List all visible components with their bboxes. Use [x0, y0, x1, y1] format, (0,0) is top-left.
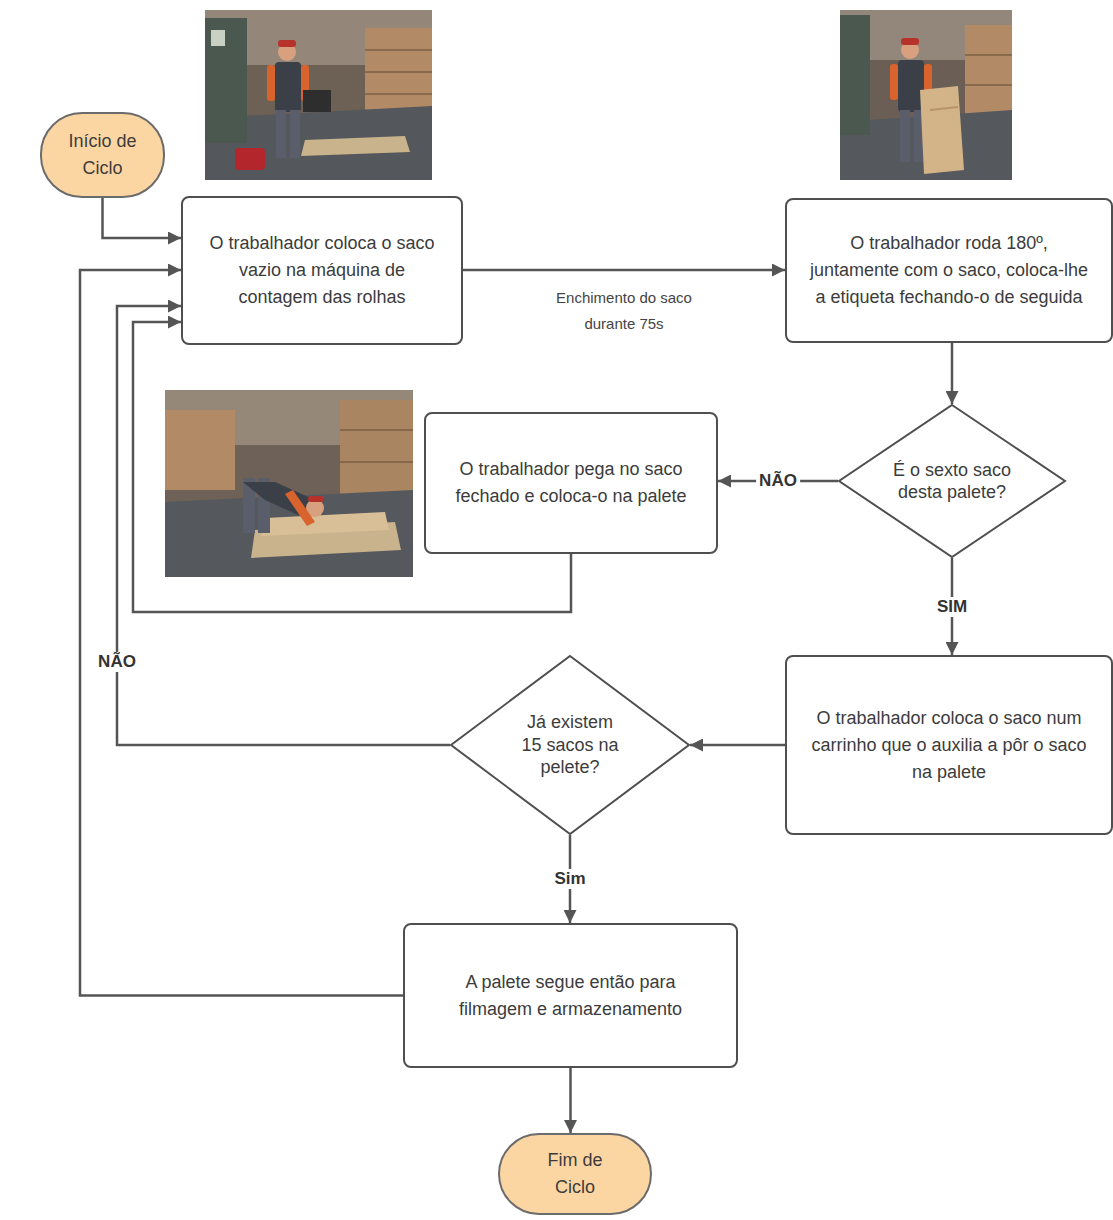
process-box: O trabalhador roda 180º, juntamente com …: [785, 198, 1113, 343]
node-text-block: Início de Ciclo: [57, 128, 149, 182]
node-text-block: O trabalhador coloca o saco num carrinho…: [804, 705, 1094, 786]
node-text-block: É o sexto saco desta palete?: [892, 459, 1012, 504]
photo-shape: [205, 18, 247, 143]
diamond-outline: [451, 656, 689, 834]
edge-label-anchor: Enchimento do saco durante 75s: [539, 285, 709, 336]
photo-shape: [901, 38, 919, 45]
photo-shape: [365, 28, 432, 113]
photo-shape: [900, 110, 910, 162]
flow-arrow: [569, 1068, 572, 1133]
node-text-block: Já existem 15 sacos na pelete?: [518, 711, 623, 779]
flow-arrow: [690, 744, 785, 747]
photo-shape: [930, 107, 958, 110]
node-text: A palete segue então para filmagem e arm…: [436, 969, 706, 1023]
decision-diamond: É o sexto saco desta palete?: [838, 404, 1066, 558]
photo-shape: [890, 64, 898, 100]
photo-shape: [340, 400, 413, 495]
photo-shape: [340, 461, 413, 463]
photo-shape: [365, 93, 432, 95]
photo-shape: [840, 10, 1012, 180]
node-text-block: Fim de Ciclo: [525, 1147, 625, 1201]
edge-label: NÃO: [95, 652, 139, 672]
photo-shape: [276, 110, 286, 158]
edge-label-anchor: NÃO: [95, 652, 139, 672]
photo-shape: [275, 62, 301, 112]
photo-shape: [211, 30, 225, 46]
edge-label-anchor: SIM: [934, 597, 970, 617]
photo-shape: [278, 40, 296, 47]
photo-shape: [965, 25, 1012, 115]
photo-shape: [898, 60, 924, 112]
photo-shape: [285, 490, 315, 526]
photo-shape: [365, 71, 432, 73]
node-text: Início de Ciclo: [57, 128, 149, 182]
node-text: É o sexto saco desta palete?: [892, 459, 1012, 504]
diamond-outline: [838, 404, 1066, 558]
edge-label-anchor: NÃO: [756, 471, 800, 491]
photo-shape: [165, 410, 235, 490]
photo: [840, 10, 1012, 180]
photo-shape: [340, 429, 413, 431]
photo-shape: [261, 512, 389, 536]
photo: [205, 10, 432, 180]
edge-label-anchor: Sim: [551, 869, 588, 889]
photo-shape: [205, 10, 432, 180]
photo-shape: [965, 54, 1012, 56]
process-box: O trabalhador coloca o saco num carrinho…: [785, 655, 1113, 835]
process-box: A palete segue então para filmagem e arm…: [403, 923, 738, 1068]
flow-arrow: [103, 198, 182, 238]
photo-shape: [301, 136, 410, 156]
edge-label: SIM: [934, 597, 970, 617]
node-text: O trabalhador coloca o saco num carrinho…: [804, 705, 1094, 786]
node-text: O trabalhador coloca o saco vazio na máq…: [197, 230, 447, 311]
node-text: Fim de Ciclo: [525, 1147, 625, 1201]
edge-label: Enchimento do saco durante 75s: [539, 285, 709, 336]
end-terminal: Fim de Ciclo: [498, 1133, 652, 1215]
photo-shape: [290, 110, 300, 158]
flow-arrow: [80, 270, 403, 996]
flow-arrow: [117, 306, 450, 745]
diamond-outline: [839, 405, 1065, 557]
photo: [165, 390, 413, 577]
photo-shape: [840, 15, 870, 135]
process-box: O trabalhador pega no saco fechado e col…: [424, 412, 718, 554]
process-box: O trabalhador coloca o saco vazio na máq…: [181, 196, 463, 345]
node-text-block: O trabalhador pega no saco fechado e col…: [446, 456, 696, 510]
flow-arrow: [463, 269, 785, 272]
photo-shape: [365, 49, 432, 51]
node-text-block: O trabalhador roda 180º, juntamente com …: [804, 230, 1094, 311]
photo-shape: [965, 84, 1012, 86]
node-text: O trabalhador pega no saco fechado e col…: [446, 456, 696, 510]
photo-shape: [308, 496, 324, 502]
edge-label: NÃO: [756, 471, 800, 491]
node-text-block: O trabalhador coloca o saco vazio na máq…: [197, 230, 447, 311]
photo-shape: [267, 65, 275, 101]
node-text: O trabalhador roda 180º, juntamente com …: [804, 230, 1094, 311]
photo-shape: [303, 90, 331, 112]
start-terminal: Início de Ciclo: [40, 112, 165, 198]
node-text-block: A palete segue então para filmagem e arm…: [436, 969, 706, 1023]
edge-label: Sim: [551, 869, 588, 889]
photo-shape: [165, 390, 413, 577]
flow-arrow: [951, 343, 954, 404]
photo-shape: [920, 86, 964, 174]
decision-diamond: Já existem 15 sacos na pelete?: [450, 655, 690, 835]
node-text: Já existem 15 sacos na pelete?: [518, 711, 623, 779]
photo-shape: [235, 148, 265, 170]
